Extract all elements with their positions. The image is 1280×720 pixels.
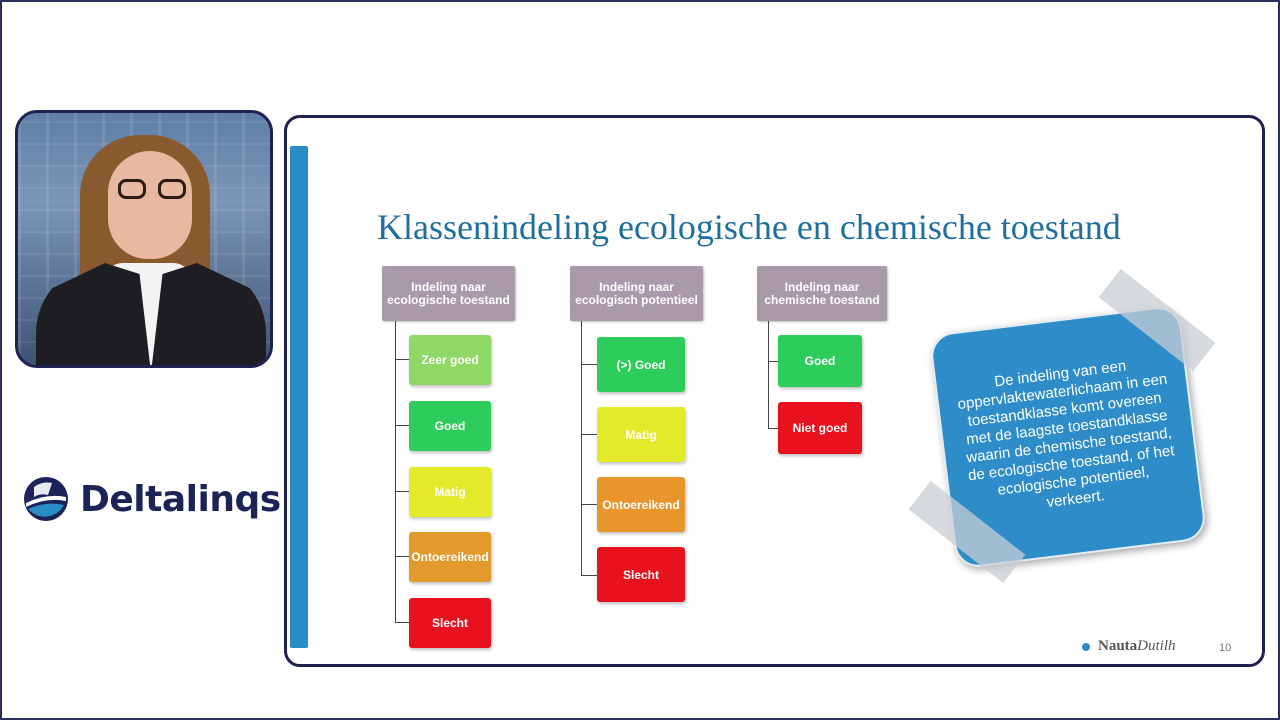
class-box-matig: Matig bbox=[409, 467, 491, 517]
class-box-zeer-goed: Zeer goed bbox=[409, 335, 491, 385]
class-box-goed-plus: (>) Goed bbox=[597, 337, 685, 392]
tree-branch bbox=[581, 504, 597, 505]
column-header-ecologische-toestand: Indeling naar ecologische toestand bbox=[382, 266, 515, 321]
class-box-slecht: Slecht bbox=[409, 598, 491, 648]
slide-accent-bar bbox=[290, 146, 308, 648]
footer-brand: NautaDutilh bbox=[1082, 638, 1176, 655]
class-box-slecht: Slecht bbox=[597, 547, 685, 602]
logo-text: Deltalinqs bbox=[80, 478, 281, 520]
column-header-ecologisch-potentieel: Indeling naar ecologisch potentieel bbox=[570, 266, 703, 321]
class-box-ontoereikend: Ontoereikend bbox=[597, 477, 685, 532]
tree-connector bbox=[581, 321, 582, 576]
slide-page-number: 10 bbox=[1219, 642, 1232, 654]
presenter-video bbox=[15, 110, 273, 368]
class-box-niet-goed: Niet goed bbox=[778, 402, 862, 454]
presenter-glasses bbox=[118, 179, 186, 201]
tree-branch bbox=[395, 622, 409, 623]
footer-brand-name: NautaDutilh bbox=[1098, 638, 1176, 654]
deltalinqs-logo: Deltalinqs bbox=[22, 474, 281, 524]
sticky-note-text: De indeling van een oppervlaktewaterlich… bbox=[956, 357, 1176, 512]
tree-connector bbox=[395, 321, 396, 623]
column-header-chemische-toestand: Indeling naar chemische toestand bbox=[757, 266, 887, 321]
class-box-goed: Goed bbox=[409, 401, 491, 451]
presenter-face bbox=[108, 151, 192, 259]
tree-branch bbox=[581, 364, 597, 365]
tree-connector bbox=[768, 321, 769, 429]
tree-branch bbox=[581, 575, 597, 576]
footer-dot-icon bbox=[1082, 642, 1090, 651]
sticky-note: De indeling van een oppervlaktewaterlich… bbox=[908, 268, 1216, 584]
class-box-goed: Goed bbox=[778, 335, 862, 387]
tree-branch bbox=[395, 359, 409, 360]
tree-branch bbox=[768, 361, 778, 362]
class-box-ontoereikend: Ontoereikend bbox=[409, 532, 491, 582]
deltalinqs-logo-icon bbox=[24, 477, 68, 521]
slide-title: Klassenindeling ecologische en chemische… bbox=[377, 207, 1121, 247]
tree-branch bbox=[581, 434, 597, 435]
class-box-matig: Matig bbox=[597, 407, 685, 462]
tree-branch bbox=[395, 556, 409, 557]
tree-branch bbox=[768, 428, 778, 429]
tree-branch bbox=[395, 425, 409, 426]
tree-branch bbox=[395, 491, 409, 492]
slide: Klassenindeling ecologische en chemische… bbox=[284, 115, 1265, 667]
